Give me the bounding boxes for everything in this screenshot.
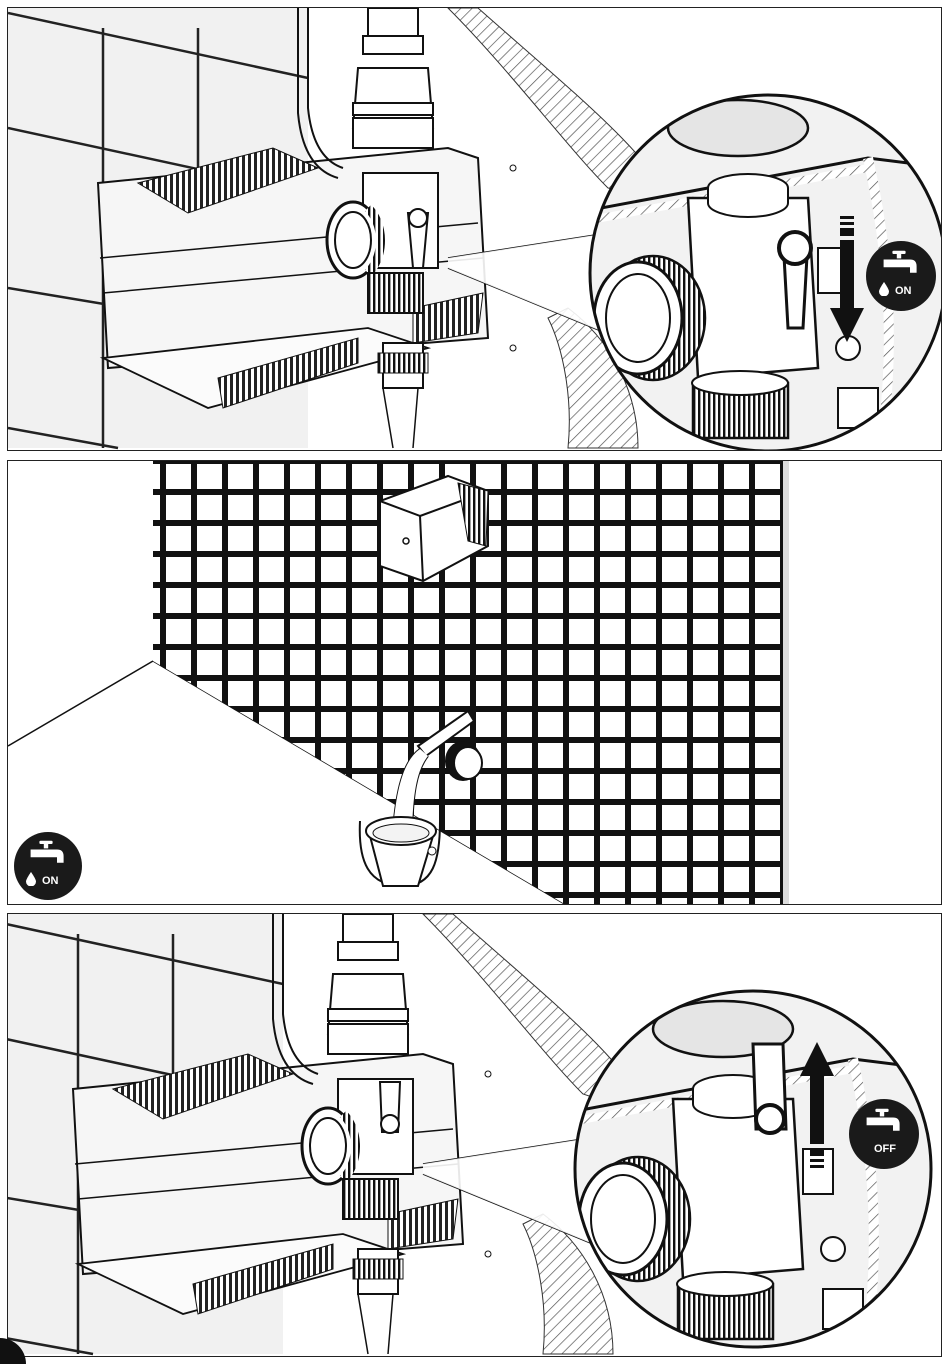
tap-on-badge: ON: [866, 241, 936, 311]
step-open-valve-panel: ON: [7, 7, 942, 451]
tap-on-badge: ON: [14, 832, 82, 900]
tap-off-badge: OFF: [849, 1099, 919, 1169]
step-close-valve-panel: OFF: [7, 913, 942, 1357]
step-drain-water-panel: ON: [7, 460, 942, 905]
badge-label: ON: [42, 875, 59, 887]
badge-label: ON: [895, 285, 912, 297]
badge-label: OFF: [874, 1143, 896, 1155]
